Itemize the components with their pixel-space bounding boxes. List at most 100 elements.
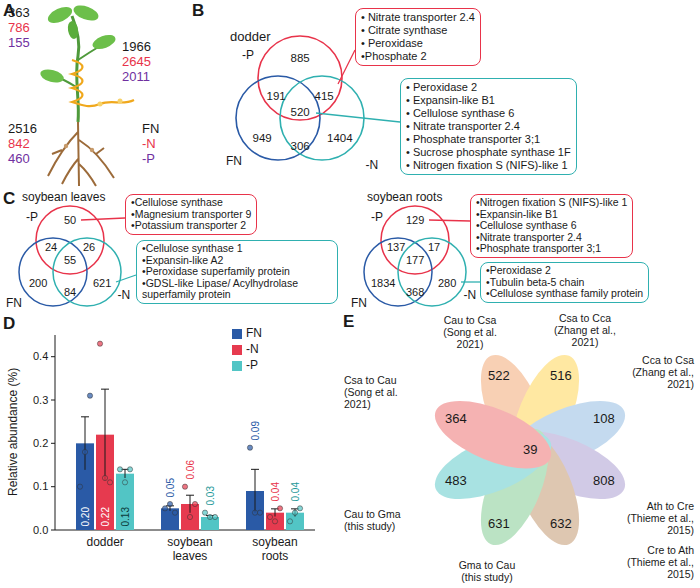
count-number: 137 — [387, 241, 405, 254]
leader-line — [338, 50, 355, 84]
tick-label: 0.2 — [33, 437, 48, 450]
data-point — [127, 467, 132, 472]
plant-count: 363 — [8, 6, 30, 21]
tick-label: 0.3 — [33, 394, 48, 407]
plant-count: 1966 — [122, 40, 151, 55]
count-number: 808 — [593, 474, 615, 489]
callout-box: •Peroxidase 2•Tubulin beta-5 chain•Cellu… — [480, 262, 649, 303]
petal-label: Cau to Gma (this study) — [344, 508, 420, 532]
tick-marks — [51, 357, 55, 530]
flower-venn — [426, 346, 634, 554]
gene-item: •Phosphate transporter 3;1 — [476, 243, 627, 255]
leaf — [39, 67, 65, 85]
data-point — [212, 514, 217, 519]
data-point — [202, 510, 207, 515]
value-label: 0.05 — [164, 478, 176, 497]
leaf — [91, 32, 118, 51]
plant-count: 786 — [8, 21, 30, 36]
data-point — [77, 484, 82, 489]
bar — [116, 474, 134, 530]
venn-circle — [398, 238, 466, 306]
count-number: 1404 — [327, 132, 353, 145]
data-point — [207, 514, 212, 519]
bar-group — [76, 341, 304, 530]
data-point — [277, 506, 282, 511]
count-number: 26 — [83, 241, 95, 254]
gene-item: • Sucrose phosphate synthase 1F — [406, 146, 571, 159]
count-number: 191 — [267, 90, 286, 103]
value-label: 0.03 — [204, 486, 216, 505]
count-number: 108 — [593, 412, 615, 427]
bar — [161, 508, 179, 530]
gene-item: •Peroxidase 2 — [486, 265, 643, 277]
gene-item: •Expansin-like B1 — [476, 209, 627, 221]
panel-letter: D — [3, 314, 15, 334]
gene-item: • Citrate synthase — [361, 24, 475, 37]
error-bar — [81, 417, 89, 470]
set-label: FN — [226, 155, 242, 169]
category-label: dodder — [87, 536, 124, 550]
callout-box: • Nitrate transporter 2.4• Citrate synth… — [355, 8, 481, 66]
plant-count: 460 — [8, 152, 30, 167]
tick-label: 0.1 — [33, 480, 48, 493]
axis-line — [55, 335, 315, 530]
value-label: 0.22 — [99, 507, 111, 526]
panel-letter: C — [3, 189, 15, 209]
petal-label: Ath to Cre (Thieme et al., 2015) — [618, 500, 694, 536]
gene-item: • Cellulose synthase 6 — [406, 107, 571, 120]
count-number: 631 — [488, 517, 510, 532]
count-number: 520 — [291, 106, 310, 119]
gene-item: • Nitrate transporter 2.4 — [361, 11, 475, 24]
gene-item: • Nitrogen fixation S (NIFS)-like 1 — [406, 159, 571, 172]
gene-item: •Nitrate transporter 2.4 — [476, 232, 627, 244]
data-point — [192, 501, 197, 506]
count-number: 129 — [406, 214, 424, 227]
callout-box: • Peroxidase 2• Expansin-like B1• Cellul… — [400, 78, 577, 175]
data-point — [182, 484, 187, 489]
venn-circle — [258, 36, 342, 120]
callout-box: •Cellulose synthase 1•Expansin-like A2•P… — [136, 240, 338, 304]
error-bar — [101, 389, 109, 480]
count-number: 1834 — [371, 277, 395, 290]
data-point — [187, 514, 192, 519]
count-number: 483 — [445, 474, 467, 489]
leader-line — [316, 113, 400, 122]
venn-petal — [426, 387, 560, 482]
venn-title: dodder — [230, 30, 270, 45]
legend-text: -P — [246, 359, 258, 373]
data-point — [272, 519, 277, 524]
set-label: FN — [6, 297, 22, 311]
gene-item: •Cellulose synthase 1 — [142, 243, 332, 255]
legend-swatch — [232, 329, 242, 339]
dodder-flower — [118, 99, 123, 104]
data-point — [117, 467, 122, 472]
soybean-plant — [39, 2, 134, 186]
venn-circle — [53, 238, 121, 306]
plant-count: 2516 — [8, 122, 37, 137]
plant-count: 842 — [8, 137, 30, 152]
gene-item: •Cellulose synthase — [131, 197, 251, 209]
count-number: 24 — [45, 241, 57, 254]
panel-letter: B — [192, 1, 204, 21]
data-point — [162, 506, 167, 511]
set-label: -N — [366, 159, 379, 173]
gene-item: •Cellulose synthase family protein — [486, 288, 643, 300]
set-label: -N — [464, 289, 477, 303]
count-number: 949 — [253, 132, 272, 145]
nodule — [64, 144, 68, 148]
venn-circle — [280, 76, 364, 160]
count-number: 885 — [291, 52, 310, 65]
count-number: 17 — [428, 241, 440, 254]
venn-circle — [236, 76, 320, 160]
plant-count: 155 — [8, 36, 30, 51]
data-point — [257, 510, 262, 515]
bar-axes — [51, 335, 315, 530]
data-point — [97, 341, 102, 346]
gene-item: •Nitrogen fixation S (NIFS)-like 1 — [476, 197, 627, 209]
data-point — [172, 510, 177, 515]
legend-swatch — [232, 361, 242, 371]
dodder-flower — [98, 102, 103, 107]
category-label: soybean roots — [244, 536, 306, 564]
venn-circle — [381, 206, 449, 274]
